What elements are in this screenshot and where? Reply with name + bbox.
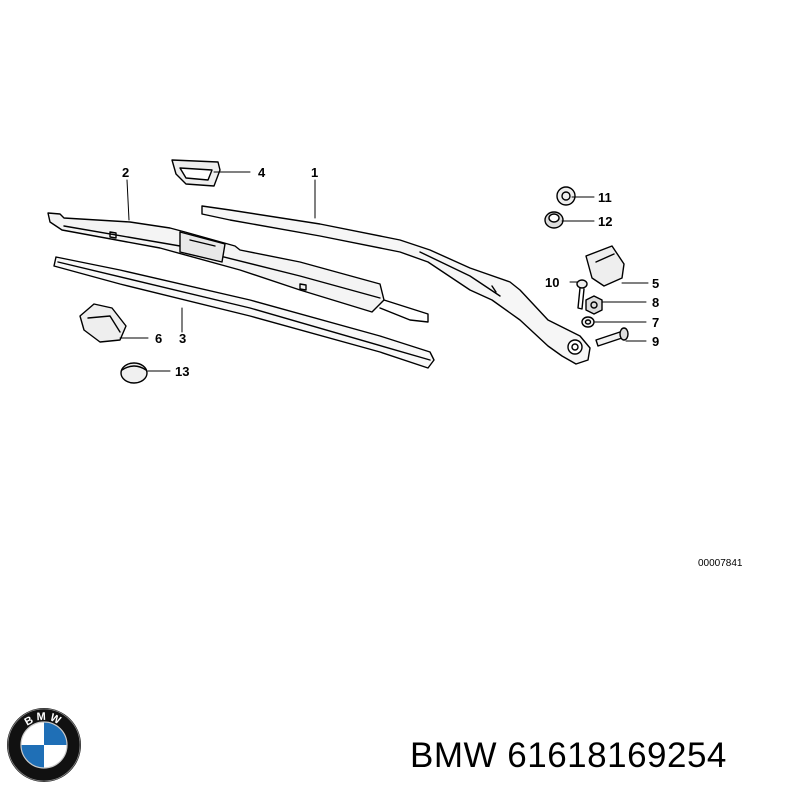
svg-text:BMW: BMW xyxy=(23,711,66,729)
callout-10: 10 xyxy=(545,275,559,290)
callout-9: 9 xyxy=(652,334,659,349)
hex-nut xyxy=(585,295,603,315)
caption-brand: BMW xyxy=(410,736,498,775)
callout-1: 1 xyxy=(311,165,318,180)
nut xyxy=(544,211,564,229)
callout-13: 13 xyxy=(175,364,189,379)
bmw-logo-text: BMW xyxy=(23,711,63,729)
wiper-arm xyxy=(201,205,591,365)
callout-4: 4 xyxy=(258,165,266,180)
callout-2: 2 xyxy=(122,165,129,180)
callout-12: 12 xyxy=(598,214,612,229)
screw xyxy=(576,279,588,310)
round-cap xyxy=(120,362,148,384)
cover-cap xyxy=(585,245,625,287)
callout-8: 8 xyxy=(652,295,659,310)
cap-nut xyxy=(556,186,576,206)
part-caption: BMW 61618169254 xyxy=(410,736,727,776)
bmw-logo-icon: BMW xyxy=(7,708,81,782)
callout-6: 6 xyxy=(155,331,162,346)
leader-lines xyxy=(119,171,649,372)
adapter-clip xyxy=(171,159,221,187)
bolt xyxy=(595,327,629,347)
washer xyxy=(581,316,595,328)
callout-11: 11 xyxy=(598,190,612,205)
caption-part-number: 61618169254 xyxy=(507,736,727,775)
wiper-blade-frame xyxy=(47,212,429,323)
callout-5: 5 xyxy=(652,276,659,291)
diagram-reference-code: 00007841 xyxy=(698,558,743,569)
wiper-rubber-insert xyxy=(53,256,435,369)
callout-7: 7 xyxy=(652,315,659,330)
callout-3: 3 xyxy=(179,331,186,346)
end-cap xyxy=(79,303,127,343)
